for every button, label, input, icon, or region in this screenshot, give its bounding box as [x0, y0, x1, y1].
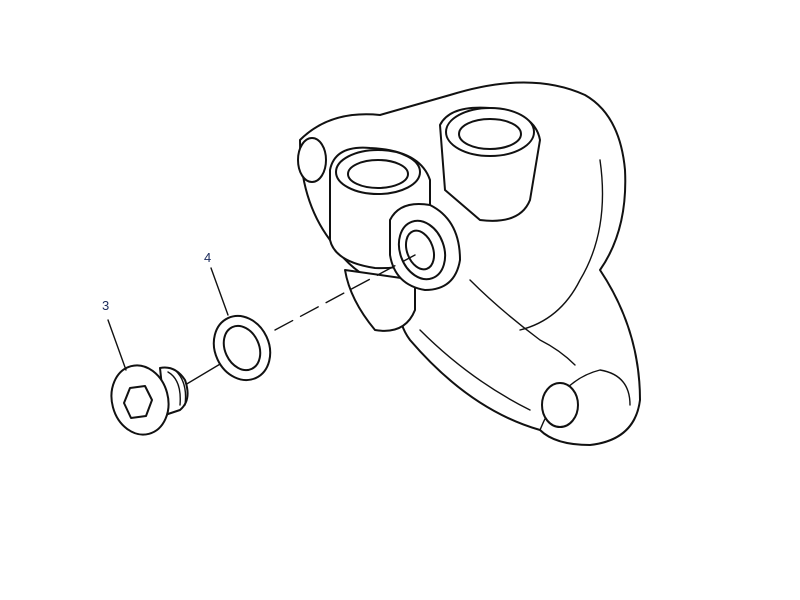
leader-line-3	[107, 319, 127, 371]
housing	[297, 81, 641, 446]
callout-4: 4	[204, 250, 212, 265]
washer	[212, 314, 272, 382]
plug	[110, 364, 189, 436]
leader-line-4	[210, 267, 229, 316]
assembly-axis-dashed	[274, 254, 416, 331]
callout-3: 3	[102, 298, 110, 313]
